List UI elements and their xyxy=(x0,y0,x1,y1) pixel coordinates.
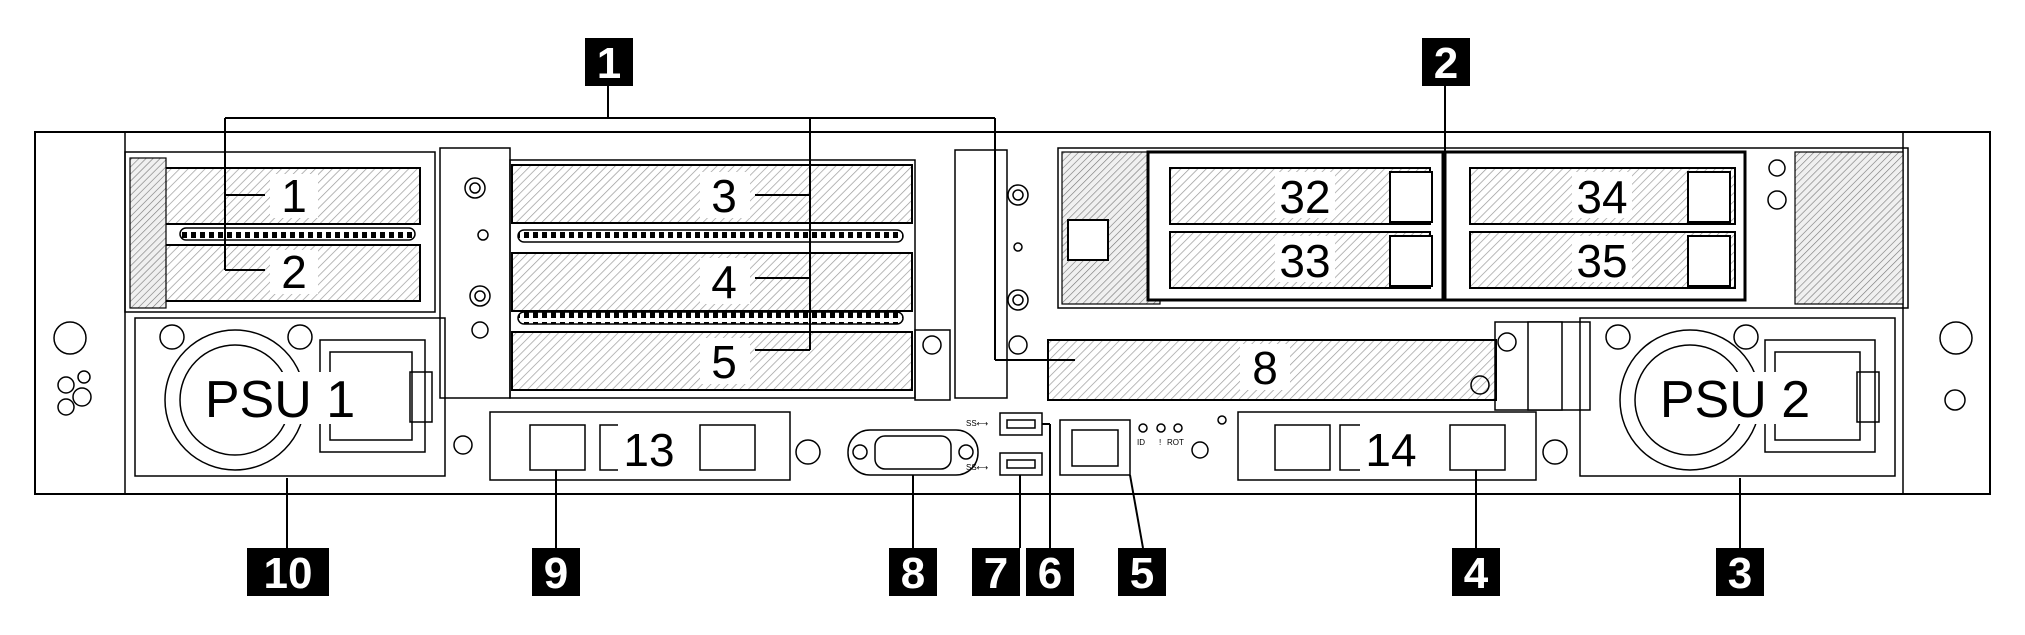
callout-3: 3 xyxy=(1716,548,1764,598)
vga-port xyxy=(847,429,979,476)
riser-slot-4-label: 4 xyxy=(711,256,737,308)
bmc-ethernet-port xyxy=(1059,415,1227,476)
callout-7: 7 xyxy=(972,548,1020,598)
port-small-labels: SS⟷ SS⟷ ID ! ROT xyxy=(966,419,1184,472)
svg-text:10: 10 xyxy=(264,549,313,598)
psu-labels: PSU 1 PSU 2 xyxy=(205,371,1810,429)
slot-labels: 1 2 3 4 5 8 xyxy=(270,170,1290,394)
drive-bay-34-label: 34 xyxy=(1576,171,1627,223)
callout-4: 4 xyxy=(1452,548,1500,598)
callout-1: 1 xyxy=(585,38,633,88)
ocp-module-13-label: 13 xyxy=(623,424,674,476)
callout-6: 6 xyxy=(1026,548,1074,598)
svg-text:3: 3 xyxy=(1728,549,1752,598)
svg-text:7: 7 xyxy=(984,549,1008,598)
callout-10: 10 xyxy=(247,548,329,598)
drive-bay-labels: 32 33 34 35 xyxy=(1275,171,1632,287)
id-led-label: ID xyxy=(1137,438,1145,447)
callout-leader-lines xyxy=(224,85,1741,549)
riser-slot-3-label: 3 xyxy=(711,170,737,222)
riser-slot-8-label: 8 xyxy=(1252,342,1278,394)
drive-bay-32-label: 32 xyxy=(1279,171,1330,223)
svg-text:5: 5 xyxy=(1130,549,1154,598)
psu-1-label: PSU 1 xyxy=(205,371,355,429)
right-rack-ear xyxy=(1939,321,1973,411)
callout-5: 5 xyxy=(1118,548,1166,598)
left-rack-ear xyxy=(53,321,92,416)
drive-bay-33-label: 33 xyxy=(1279,235,1330,287)
ocp-labels: 13 14 xyxy=(618,424,1422,476)
usb-top-symbol: SS⟷ xyxy=(966,419,989,428)
riser-1-center-cage xyxy=(439,147,951,401)
ocp-module-14 xyxy=(1237,411,1568,481)
psu-2-label: PSU 2 xyxy=(1660,371,1810,429)
usb-bottom-symbol: SS⟷ xyxy=(966,463,989,472)
alert-led-label: ! xyxy=(1159,438,1161,447)
callout-2: 2 xyxy=(1422,38,1470,88)
ocp-module-14-label: 14 xyxy=(1365,424,1416,476)
drive-bay-35-label: 35 xyxy=(1576,235,1627,287)
riser-slot-5-label: 5 xyxy=(711,336,737,388)
callout-9: 9 xyxy=(532,548,580,598)
svg-text:9: 9 xyxy=(544,549,568,598)
callout-boxes: 1 2 3 4 5 6 7 8 xyxy=(247,38,1764,598)
riser-slot-1-label: 1 xyxy=(281,170,307,222)
riser-slot-2-label: 2 xyxy=(281,246,307,298)
svg-text:1: 1 xyxy=(597,39,621,88)
svg-text:8: 8 xyxy=(901,549,925,598)
svg-text:2: 2 xyxy=(1434,39,1458,88)
callout-8: 8 xyxy=(889,548,937,598)
rot-led-label: ROT xyxy=(1167,438,1184,447)
svg-text:6: 6 xyxy=(1038,549,1062,598)
svg-text:4: 4 xyxy=(1464,549,1489,598)
